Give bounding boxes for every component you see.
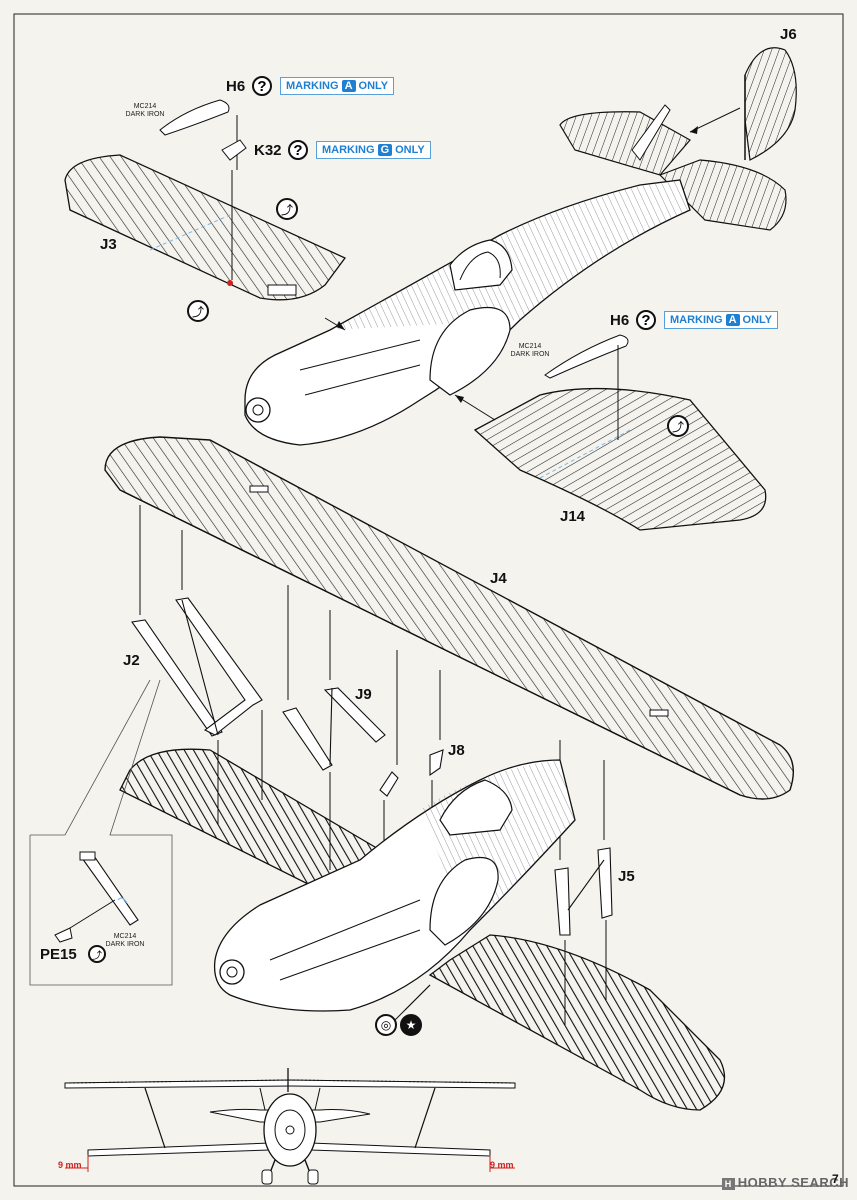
guide-line-j3 bbox=[149, 214, 231, 251]
badge-letter: A bbox=[341, 80, 356, 92]
paint-name: DARK IRON bbox=[105, 941, 145, 948]
badge-text: MARKING bbox=[286, 80, 339, 92]
marking-badge-g: MARKING G ONLY bbox=[316, 141, 431, 159]
wing-j3 bbox=[64, 154, 346, 301]
marking-badge-a2: MARKING A ONLY bbox=[664, 311, 779, 329]
paint-callout-a: MC214 DARK IRON bbox=[120, 103, 170, 119]
paint-code: MC214 bbox=[113, 933, 137, 940]
question-icon: ? bbox=[288, 140, 308, 160]
paint-callout-b: MC214 DARK IRON bbox=[505, 343, 555, 359]
paint-code: MC214 bbox=[133, 103, 157, 110]
strut-j2b bbox=[175, 597, 263, 736]
label-j9: J9 bbox=[355, 686, 372, 703]
tailplane-right bbox=[658, 159, 787, 231]
badge-text: ONLY bbox=[395, 144, 425, 156]
cockpit-assembled bbox=[439, 779, 513, 836]
fuselage-fairing bbox=[429, 306, 511, 396]
k32-part bbox=[221, 139, 247, 161]
badge-letter: A bbox=[725, 314, 740, 326]
strut-j5a bbox=[554, 867, 571, 936]
red-marker bbox=[227, 280, 233, 286]
label-j3: J3 bbox=[100, 236, 117, 253]
label-j6: J6 bbox=[780, 26, 797, 43]
label-k32: K32 bbox=[254, 142, 282, 159]
paint-name: DARK IRON bbox=[510, 351, 550, 358]
paint-name: DARK IRON bbox=[125, 111, 165, 118]
bend-icon: ⤴ bbox=[276, 198, 298, 220]
badge-letter: G bbox=[377, 144, 393, 156]
strut-j5b bbox=[597, 847, 613, 919]
dimension-right: 9 mm bbox=[490, 1160, 514, 1170]
strut-j2a bbox=[131, 619, 223, 737]
detail-strut bbox=[81, 855, 139, 926]
label-j5: J5 bbox=[618, 868, 635, 885]
mc214-part-b bbox=[544, 334, 629, 379]
pe15-part bbox=[54, 927, 73, 943]
cockpit-top bbox=[449, 239, 513, 291]
rudder-part bbox=[744, 47, 797, 161]
label-h6-top: H6 bbox=[226, 78, 246, 95]
badge-text: ONLY bbox=[742, 314, 773, 326]
marking-badge-a: MARKING A ONLY bbox=[280, 77, 395, 95]
label-h6-right: H6 bbox=[610, 312, 630, 329]
label-j8: J8 bbox=[448, 742, 465, 759]
badge-text: MARKING bbox=[322, 144, 375, 156]
strut-j8a bbox=[379, 771, 399, 797]
mc214-part-a bbox=[159, 99, 230, 136]
page-number: 7 bbox=[832, 1172, 839, 1186]
lower-wing-right bbox=[428, 934, 726, 1111]
watermark-logo: H bbox=[721, 1178, 735, 1190]
tail-strut bbox=[631, 104, 671, 161]
question-icon: ? bbox=[636, 310, 656, 330]
label-j14: J14 bbox=[560, 508, 586, 525]
wing-j4 bbox=[104, 436, 794, 800]
bend-icon: ⤴ bbox=[88, 945, 106, 963]
strut-j8b bbox=[429, 749, 444, 777]
paint-callout-c: MC214 DARK IRON bbox=[100, 933, 150, 949]
bend-icon: ⤴ bbox=[667, 415, 689, 437]
watermark-text: HOBBY SEARCH bbox=[737, 1175, 849, 1190]
wing-j14 bbox=[473, 387, 767, 531]
page-border bbox=[13, 13, 844, 1187]
label-j4: J4 bbox=[490, 570, 507, 587]
roundel-target-icon: ◎ bbox=[375, 1014, 397, 1036]
rudder-guide bbox=[689, 107, 741, 133]
label-j2: J2 bbox=[123, 652, 140, 669]
label-pe15: PE15 bbox=[40, 946, 77, 963]
front-view bbox=[64, 1068, 516, 1185]
strut-j9b bbox=[323, 687, 386, 743]
bend-icon: ⤴ bbox=[187, 300, 209, 322]
badge-text: ONLY bbox=[358, 80, 389, 92]
dimension-left: 9 mm bbox=[58, 1160, 82, 1170]
star-icon: ★ bbox=[400, 1014, 422, 1036]
question-icon: ? bbox=[252, 76, 272, 96]
badge-text: MARKING bbox=[670, 314, 723, 326]
strut-j9a bbox=[282, 707, 333, 771]
tailplane-left bbox=[559, 111, 691, 176]
paint-code: MC214 bbox=[518, 343, 542, 350]
detail-box bbox=[29, 679, 173, 986]
